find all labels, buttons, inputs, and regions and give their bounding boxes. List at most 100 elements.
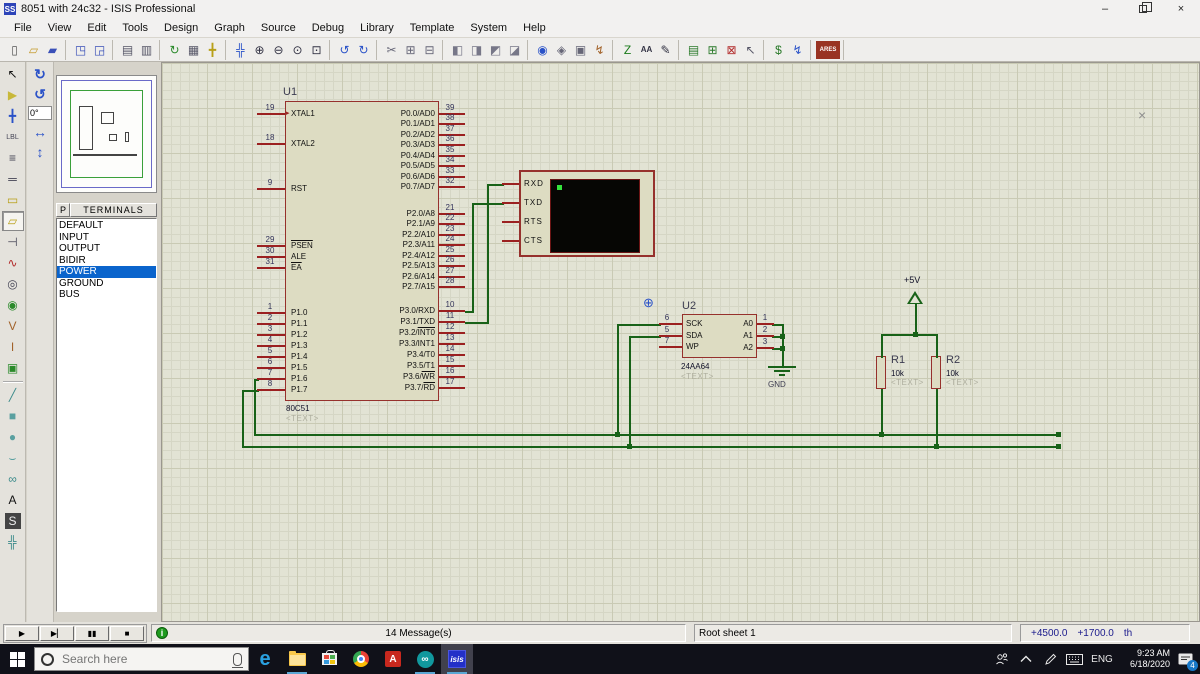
r1-value[interactable]: 10k	[891, 369, 904, 378]
menu-source[interactable]: Source	[260, 21, 296, 34]
u2-reference[interactable]: U2	[682, 300, 697, 312]
flip-horizontal-icon[interactable]: ↔	[33, 124, 47, 140]
wire-autorouter-icon[interactable]: Z	[623, 42, 632, 57]
flip-vertical-icon[interactable]: ↕	[36, 144, 44, 160]
selection-mode-icon[interactable]: ↖	[7, 67, 18, 81]
menu-view[interactable]: View	[47, 21, 72, 34]
menu-edit[interactable]: Edit	[87, 21, 107, 34]
zoom-in-icon[interactable]: ⊕	[254, 42, 265, 57]
decompose-icon[interactable]: ↯	[594, 42, 605, 57]
device-pins-mode-icon[interactable]: ⊣	[7, 235, 18, 249]
netlist-to-ares-icon[interactable]: ARES	[816, 40, 840, 59]
origin-icon[interactable]: ╋	[208, 42, 217, 57]
line-tool-icon[interactable]: ╱	[8, 388, 17, 402]
taskbar-app-store[interactable]	[313, 644, 345, 674]
power-terminal-icon[interactable]	[907, 291, 923, 304]
component-mode-icon[interactable]: ▶	[7, 88, 18, 102]
rotation-angle-input[interactable]	[28, 106, 52, 120]
taskbar-app-edge[interactable]: e	[249, 644, 281, 674]
terminal-item-output[interactable]: OUTPUT	[59, 243, 101, 254]
menu-system[interactable]: System	[470, 21, 508, 34]
new-sheet-icon[interactable]: ⊞	[707, 42, 718, 57]
minimize-button[interactable]: –	[1101, 3, 1109, 15]
tape-recorder-mode-icon[interactable]: ◎	[7, 277, 18, 291]
touch-keyboard-icon[interactable]	[1062, 644, 1086, 674]
junction-dot-mode-icon[interactable]: ╋	[8, 109, 17, 123]
terminal-item-input[interactable]: INPUT	[59, 231, 89, 243]
import-section-icon[interactable]: ◳	[74, 42, 87, 57]
text-script-mode-icon[interactable]: ≡	[8, 151, 16, 165]
voltage-probe-mode-icon[interactable]: V	[8, 319, 17, 333]
u1-value[interactable]: 80C51	[286, 404, 310, 413]
r1-body[interactable]	[876, 356, 886, 389]
search-input[interactable]	[60, 651, 233, 667]
copy-icon[interactable]: ⊞	[405, 42, 416, 57]
goto-sheet-icon[interactable]: ↖	[745, 42, 756, 57]
taskbar-app-arduino[interactable]: ∞	[409, 644, 441, 674]
taskbar-app-isis[interactable]: isis	[441, 644, 473, 674]
r2-value[interactable]: 10k	[946, 369, 959, 378]
block-rotate-icon[interactable]: ◩	[489, 42, 502, 57]
notification-center[interactable]: 4	[1170, 644, 1200, 674]
close-button[interactable]: ×	[1177, 3, 1185, 15]
pick-parts-icon[interactable]: ◉	[537, 42, 548, 57]
remove-sheet-icon[interactable]: ⊠	[726, 42, 737, 57]
rotate-clockwise-icon[interactable]: ↻	[34, 65, 46, 82]
save-file-icon[interactable]: ▰	[47, 42, 58, 57]
terminal-item-power[interactable]: POWER	[57, 266, 156, 278]
subcircuit-mode-icon[interactable]: ▭	[6, 193, 19, 207]
menu-tools[interactable]: Tools	[122, 21, 149, 34]
menu-file[interactable]: File	[14, 21, 32, 34]
terminals-mode-icon[interactable]: ▱	[1, 211, 24, 231]
terminal-item-ground[interactable]: GROUND	[59, 277, 104, 289]
open-file-icon[interactable]: ▱	[28, 42, 39, 57]
mark-print-area-icon[interactable]: ▥	[140, 42, 153, 57]
zoom-all-icon[interactable]: ⊙	[292, 42, 303, 57]
electrical-rules-check-icon[interactable]: ↯	[792, 42, 803, 57]
export-section-icon[interactable]: ◲	[93, 42, 106, 57]
bill-of-materials-icon[interactable]: $	[775, 42, 782, 57]
undo-icon[interactable]: ↺	[339, 42, 350, 57]
box-tool-icon[interactable]: ■	[8, 409, 17, 423]
design-explorer-icon[interactable]: ▤	[687, 42, 700, 57]
redo-icon[interactable]: ↻	[358, 42, 369, 57]
paste-icon[interactable]: ⊟	[424, 42, 435, 57]
path-tool-icon[interactable]: ∞	[8, 472, 17, 486]
graph-mode-icon[interactable]: ∿	[7, 256, 18, 270]
pause-button[interactable]: ▮▮	[75, 625, 109, 641]
virtual-instruments-mode-icon[interactable]: ▣	[6, 361, 19, 375]
block-delete-icon[interactable]: ◪	[508, 42, 521, 57]
r1-reference[interactable]: R1	[891, 354, 906, 366]
pen-icon[interactable]	[1038, 644, 1062, 674]
property-assignment-icon[interactable]: ✎	[660, 42, 671, 57]
r2-reference[interactable]: R2	[946, 354, 961, 366]
people-icon[interactable]	[990, 644, 1014, 674]
start-button[interactable]	[0, 644, 34, 674]
microphone-icon[interactable]	[232, 652, 243, 668]
schematic-overview[interactable]	[56, 75, 157, 193]
zoom-out-icon[interactable]: ⊖	[273, 42, 284, 57]
chevron-up-icon[interactable]	[1014, 644, 1038, 674]
buses-mode-icon[interactable]: ═	[8, 172, 17, 186]
print-icon[interactable]: ▤	[121, 42, 134, 57]
wire-label-mode-icon[interactable]: LBL	[6, 133, 19, 141]
arc-tool-icon[interactable]: ⌣	[8, 450, 17, 465]
pan-icon[interactable]: ╬	[236, 42, 245, 57]
terminal-item-bidir[interactable]: BIDIR	[59, 254, 86, 266]
packaging-tool-icon[interactable]: ▣	[574, 42, 587, 57]
menu-library[interactable]: Library	[360, 21, 394, 34]
menu-graph[interactable]: Graph	[214, 21, 245, 34]
terminal-item-bus[interactable]: BUS	[59, 289, 80, 300]
generator-mode-icon[interactable]: ◉	[7, 298, 18, 312]
schematic-canvas[interactable]: U1 80C51 <TEXT> U2 24AA64 <TEXT> R1 10k …	[161, 62, 1200, 622]
stop-button[interactable]: ■	[110, 625, 144, 641]
text-tool-icon[interactable]: A	[8, 493, 17, 507]
language-indicator[interactable]: ENG	[1091, 653, 1113, 665]
symbol-tool-icon[interactable]: S	[4, 513, 21, 529]
menu-debug[interactable]: Debug	[311, 21, 345, 34]
current-probe-mode-icon[interactable]: I	[10, 340, 15, 354]
taskbar-app-acrobat[interactable]: A	[377, 644, 409, 674]
rotate-anticlockwise-icon[interactable]: ↺	[34, 85, 46, 102]
refresh-display-icon[interactable]: ↻	[169, 42, 180, 57]
r2-body[interactable]	[931, 356, 941, 389]
